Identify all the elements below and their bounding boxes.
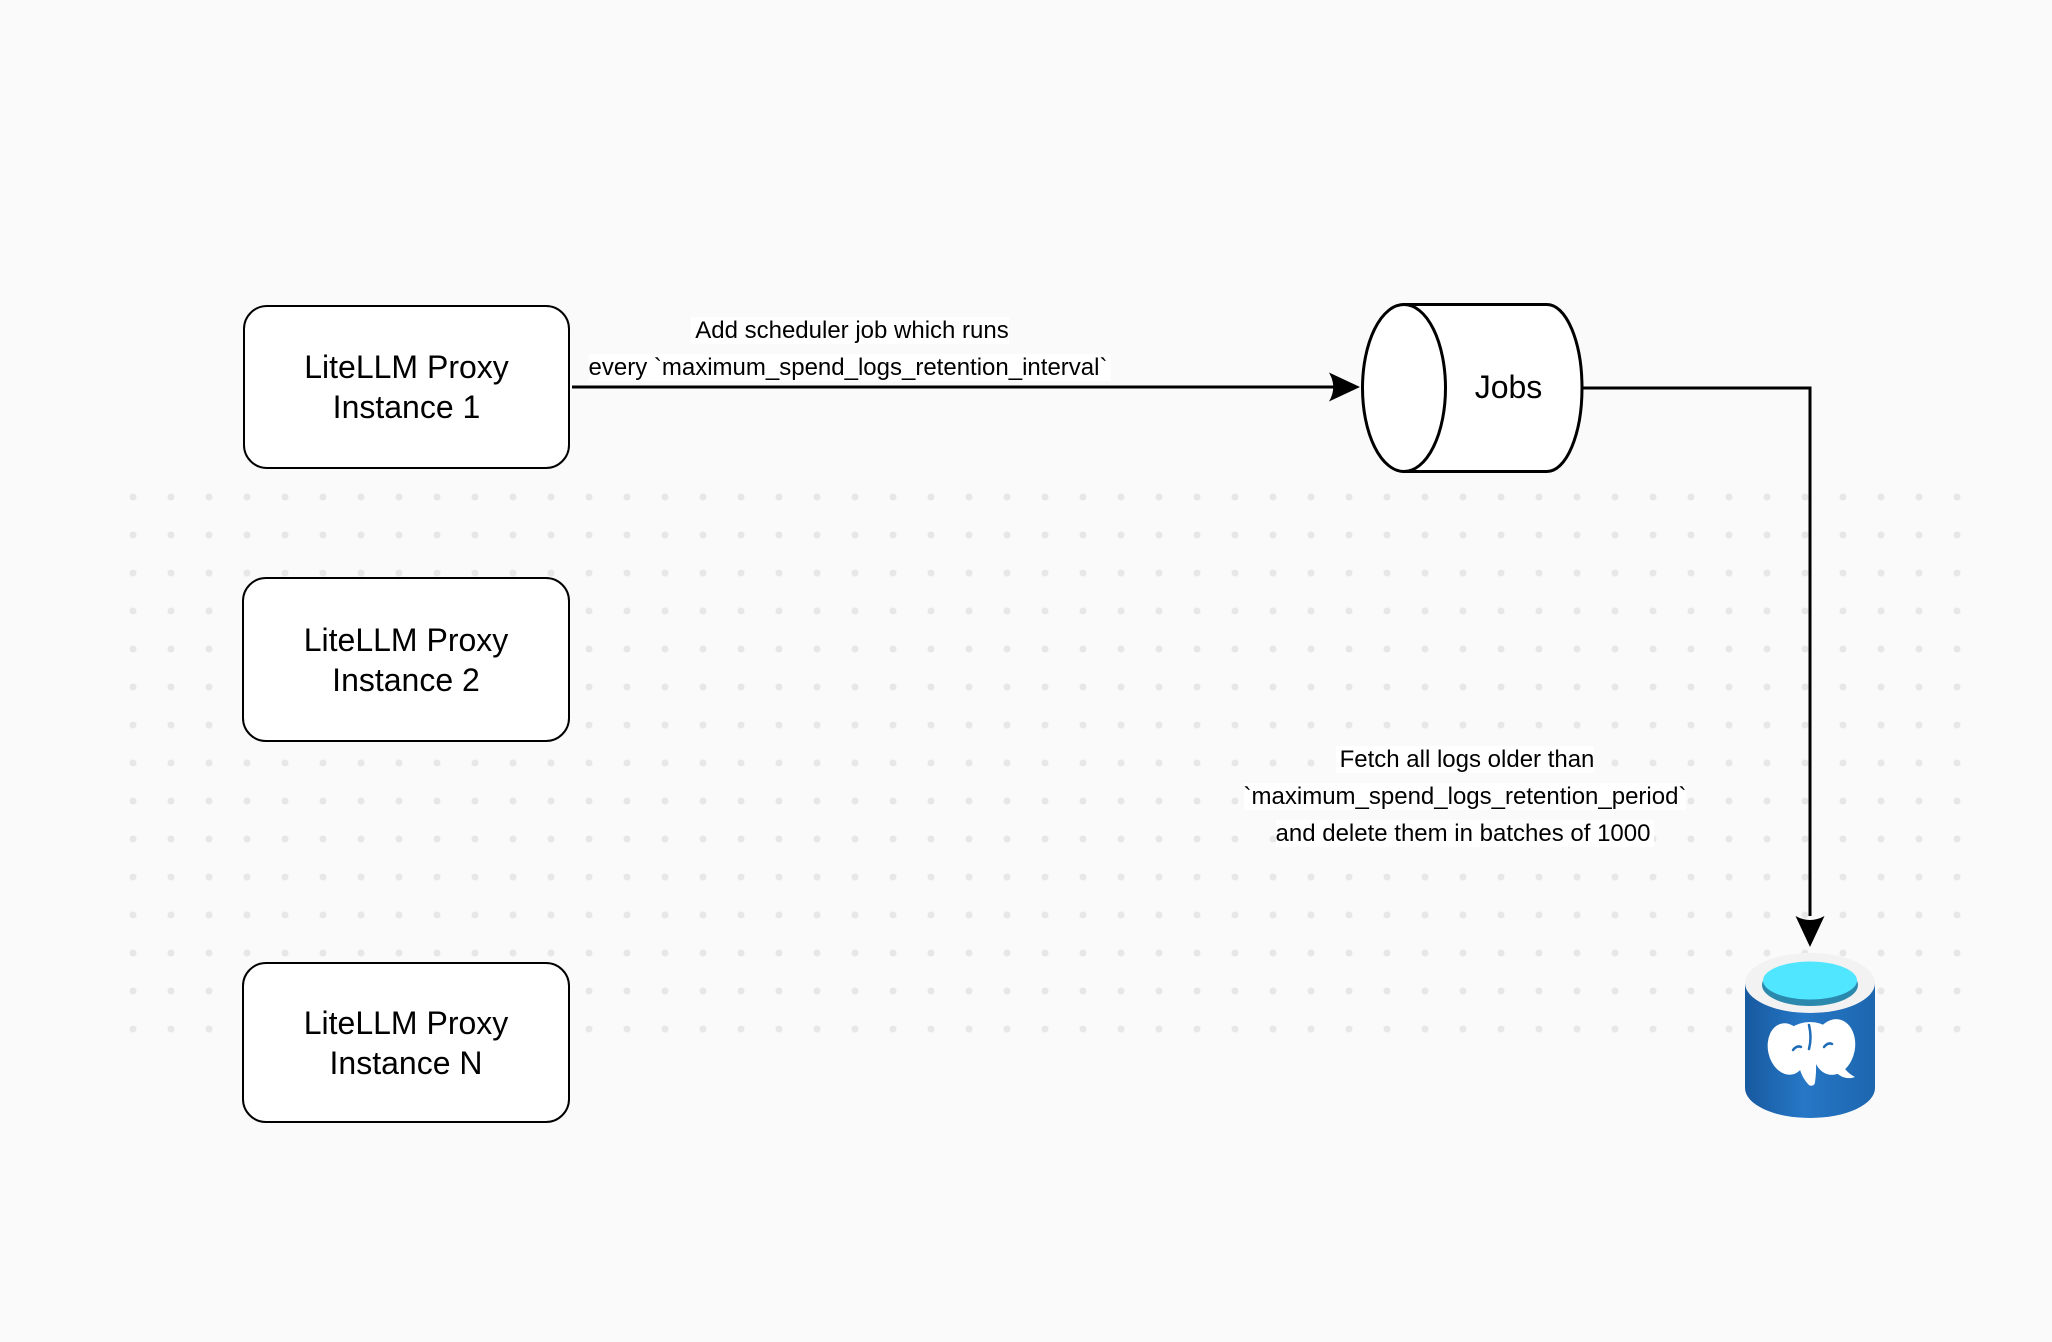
edge-cleanup-line bbox=[1582, 386, 1812, 916]
edge-scheduler-arrowhead-icon bbox=[1329, 372, 1360, 402]
node-litellm-proxy-instance-n: LiteLLM Proxy Instance N bbox=[242, 962, 570, 1123]
node-label: LiteLLM Proxy Instance 1 bbox=[304, 349, 509, 425]
edge-cleanup-arrowhead-icon bbox=[1795, 916, 1825, 947]
jobs-queue-cylinder-shape bbox=[1361, 303, 1584, 473]
postgres-elephant-icon bbox=[1767, 1019, 1856, 1086]
elephant-face-lines bbox=[1791, 1023, 1834, 1052]
postgresql-database-icon bbox=[1745, 953, 1875, 1118]
node-litellm-proxy-instance-2: LiteLLM Proxy Instance 2 bbox=[242, 577, 570, 742]
node-label: LiteLLM Proxy Instance N bbox=[303, 1004, 509, 1081]
edge-label-cleanup: Fetch all logs older than `maximum_spend… bbox=[1243, 746, 1687, 847]
jobs-node-label: Jobs bbox=[1474, 369, 1543, 405]
node-litellm-proxy-instance-1: LiteLLM Proxy Instance 1 bbox=[243, 305, 570, 469]
node-label: LiteLLM Proxy Instance 2 bbox=[303, 621, 509, 698]
dot-grid-background bbox=[114, 478, 1977, 1049]
db-opening bbox=[1763, 961, 1857, 1000]
edge-label-scheduler: Add scheduler job which runs every `maxi… bbox=[500, 312, 1200, 386]
